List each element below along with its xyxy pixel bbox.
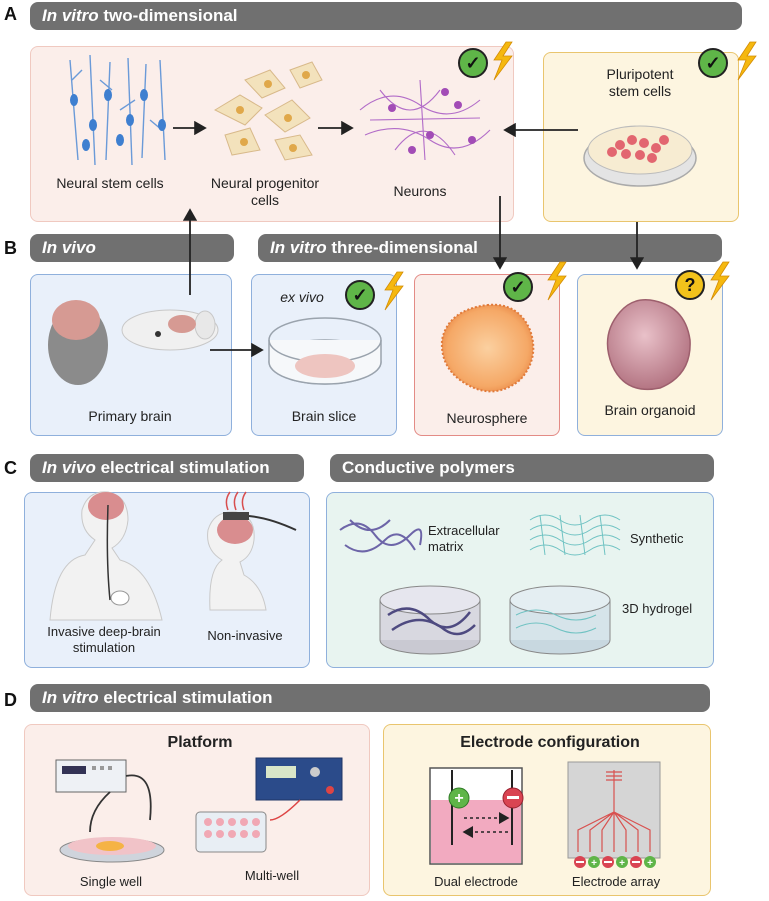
ex-vivo-label: ex vivo [280,289,324,305]
neurosphere-label: Neurosphere [446,410,528,426]
brain-slice-label: Brain slice [291,408,357,424]
check-badge-pluripotent: ✓ [698,48,728,78]
primary-brain-label: Primary brain [88,408,172,424]
header-italic: In vitro [42,688,99,707]
section-c-polymers-header: Conductive polymers [330,454,714,482]
header-italic: In vivo [42,458,96,477]
neurons-label: Neurons [393,183,447,199]
pluripotent-stem-cells-label: Pluripotent stem cells [606,66,674,99]
single-well-label: Single well [79,874,143,889]
section-b-invivo-header: In vivo [30,234,234,262]
neural-stem-cells-label: Neural stem cells [56,175,164,191]
platform-panel [24,724,370,896]
question-badge-organoid: ? [675,270,705,300]
platform-title: Platform [167,734,233,751]
electrode-array-label: Electrode array [571,874,661,889]
check-badge-neurosphere: ✓ [503,272,533,302]
header-rest: electrical stimulation [98,688,273,707]
conductive-polymers-panel [326,492,714,668]
invasive-label: Invasive deep-brain stimulation [47,624,161,655]
non-invasive-label: Non-invasive [207,628,283,643]
synthetic-label: Synthetic [630,531,684,546]
neural-progenitor-cells-label: Neural progenitor cells [210,175,320,208]
check-badge-brain-slice: ✓ [345,280,375,310]
dual-electrode-label: Dual electrode [434,874,518,889]
extracellular-matrix-label: Extracellular matrix [428,523,500,554]
electrode-config-title: Electrode configuration [460,734,640,751]
header-italic: In vitro [42,6,99,25]
header-text: Conductive polymers [342,458,515,477]
header-rest: electrical stimulation [95,458,270,477]
header-rest: three-dimensional [326,238,478,257]
section-c-invivo-header: In vivo electrical stimulation [30,454,304,482]
section-letter-a: A [4,4,17,24]
section-d-header: In vitro electrical stimulation [30,684,710,712]
multi-well-label: Multi-well [244,868,300,883]
header-italic: In vivo [42,238,96,257]
header-italic: In vitro [270,238,327,257]
section-letter-b: B [4,238,17,258]
hydrogel-label: 3D hydrogel [622,601,693,616]
section-letter-d: D [4,690,17,710]
section-b-3d-header: In vitro three-dimensional [258,234,722,262]
brain-organoid-label: Brain organoid [604,402,696,418]
section-a-header: In vitro two-dimensional [30,2,742,30]
check-badge-neurons: ✓ [458,48,488,78]
section-letter-c: C [4,458,17,478]
header-rest: two-dimensional [98,6,238,25]
